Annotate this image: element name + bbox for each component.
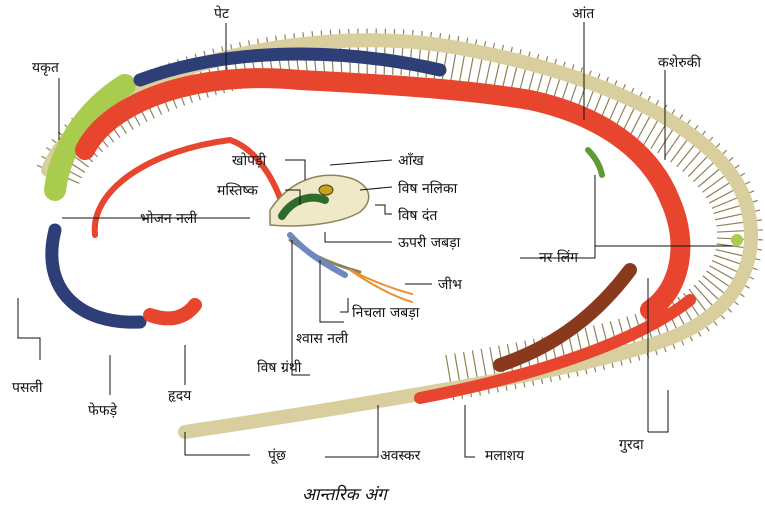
- gonad: [588, 150, 602, 175]
- male-organ: [731, 234, 743, 246]
- label-brain: मस्तिष्क: [217, 183, 258, 199]
- stomach-and-intestine: [85, 78, 680, 310]
- label-skull: खोपड़ी: [232, 153, 266, 169]
- label-vertebrae: कशेरुकी: [658, 55, 701, 71]
- label-male-organ: नर लिंग: [539, 250, 578, 266]
- label-tail: पूंछ: [268, 448, 286, 464]
- figure-caption: आन्तरिक अंग: [302, 482, 387, 505]
- label-ribs: पसली: [12, 380, 43, 396]
- label-fang: विष दंत: [398, 208, 437, 224]
- label-liver: यकृत: [32, 60, 59, 76]
- eye: [319, 185, 333, 195]
- label-stomach: पेट: [214, 6, 229, 22]
- label-venom-gland: विष ग्रंथी: [257, 360, 301, 376]
- tongue: [350, 270, 412, 302]
- label-intestine: आंत: [572, 6, 594, 22]
- label-heart: हृदय: [168, 388, 191, 404]
- label-tongue: जीभ: [438, 277, 462, 293]
- label-upper-jaw: ऊपरी जबड़ा: [398, 235, 460, 251]
- label-esophagus: भोजन नली: [140, 211, 197, 227]
- heart: [150, 305, 195, 318]
- label-eye: आँख: [398, 153, 424, 169]
- label-lower-jaw: निचला जबड़ा: [352, 305, 419, 321]
- label-kidney: गुरदा: [619, 437, 644, 453]
- tail: [185, 400, 385, 432]
- label-cloaca: अवस्कर: [380, 448, 420, 464]
- windpipe: [290, 235, 345, 275]
- label-rectum: मलाशय: [485, 448, 524, 464]
- label-lungs: फेफड़े: [88, 403, 117, 419]
- label-venom-duct: विष नलिका: [398, 181, 457, 197]
- label-windpipe: श्वास नली: [296, 331, 348, 347]
